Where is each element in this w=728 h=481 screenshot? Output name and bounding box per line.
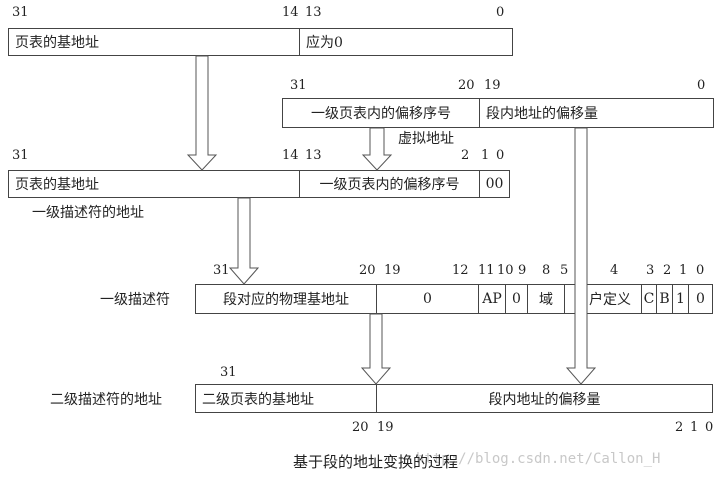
- bit-label-9: 9: [518, 263, 527, 278]
- physical-address: 二级页表的基地址 段内地址的偏移量: [195, 384, 713, 413]
- user-defined-field: 用户定义: [564, 285, 641, 313]
- bit-label-0: 0: [697, 78, 706, 93]
- bit-label-1: 1: [481, 148, 490, 163]
- l1-index-field: 一级页表内的偏移序号: [311, 106, 451, 122]
- imp-field: 0: [505, 285, 527, 313]
- physical-address-label: 二级描述符的地址: [50, 392, 162, 408]
- arrow-down-icon: [565, 127, 597, 385]
- phys-base-field: 段对应的物理基地址: [223, 292, 349, 308]
- l1-descriptor-label: 一级描述符: [100, 292, 170, 308]
- arrow-down-icon: [361, 127, 393, 171]
- watermark: http://blog.csdn.net/Callon_H: [416, 451, 661, 467]
- bit-label-20: 20: [352, 420, 369, 435]
- l1-descriptor-address-caption: 一级描述符的地址: [32, 205, 144, 221]
- bit-label-2: 2: [461, 148, 470, 163]
- bit-label-31: 31: [12, 5, 29, 20]
- type-bit0-field: 0: [688, 285, 712, 313]
- bit-label-0: 0: [696, 263, 705, 278]
- ap-field: AP: [478, 285, 505, 313]
- bit-label-31: 31: [12, 148, 29, 163]
- zero-bits-field: 00: [479, 171, 509, 197]
- bit-label-8: 8: [542, 263, 551, 278]
- bit-label-13: 13: [305, 148, 322, 163]
- bit-label-19: 19: [377, 420, 394, 435]
- bit-label-20: 20: [359, 263, 376, 278]
- arrow-down-icon: [228, 197, 260, 285]
- bit-label-3: 3: [646, 263, 655, 278]
- bit-label-10: 10: [497, 263, 514, 278]
- bit-label-1: 1: [690, 420, 699, 435]
- bit-label-14: 14: [282, 5, 299, 20]
- bit-label-31: 31: [220, 365, 237, 380]
- bit-label-11: 11: [478, 263, 495, 278]
- virtual-address: 一级页表内的偏移序号 段内地址的偏移量: [282, 98, 714, 128]
- arrow-down-icon: [360, 313, 392, 385]
- l1-descriptor: 段对应的物理基地址 0 AP 0 域 用户定义 C B 1 0: [195, 284, 713, 314]
- c-bit-field: C: [641, 285, 656, 313]
- bit-label-19: 19: [484, 78, 501, 93]
- bit-label-13: 13: [305, 5, 322, 20]
- l1-descriptor-address: 页表的基地址 一级页表内的偏移序号 00: [8, 170, 510, 198]
- bit-label-2: 2: [663, 263, 672, 278]
- section-offset-field: 段内地址的偏移量: [376, 385, 712, 412]
- l1-index-field: 一级页表内的偏移序号: [299, 171, 479, 197]
- ttb-register: 页表的基地址 应为0: [8, 28, 513, 56]
- virtual-address-caption: 虚拟地址: [398, 131, 454, 147]
- bit-label-19: 19: [384, 263, 401, 278]
- should-be-zero-field: 应为0: [299, 29, 512, 55]
- bit-label-1: 1: [679, 263, 688, 278]
- bit-label-20: 20: [458, 78, 475, 93]
- b-bit-field: B: [656, 285, 672, 313]
- domain-field: 域: [527, 285, 564, 313]
- bit-label-12: 12: [452, 263, 469, 278]
- bit-label-14: 14: [282, 148, 299, 163]
- figure-caption: 基于段的地址变换的过程: [293, 453, 459, 471]
- sbz-field: 0: [376, 285, 478, 313]
- bit-label-31: 31: [290, 78, 307, 93]
- l2-base-field: 二级页表的基地址: [202, 391, 314, 408]
- bit-label-0: 0: [705, 420, 714, 435]
- type-bit1-field: 1: [672, 285, 688, 313]
- bit-label-2: 2: [675, 420, 684, 435]
- bit-label-5: 5: [560, 263, 569, 278]
- section-offset-field: 段内地址的偏移量: [479, 99, 713, 127]
- arrow-down-icon: [186, 55, 218, 171]
- bit-label-4: 4: [610, 263, 619, 278]
- bit-label-31: 31: [213, 263, 230, 278]
- bit-label-0: 0: [496, 148, 505, 163]
- bit-label-0: 0: [496, 5, 505, 20]
- page-table-base-field: 页表的基地址: [15, 177, 99, 193]
- page-table-base-field: 页表的基地址: [15, 35, 99, 51]
